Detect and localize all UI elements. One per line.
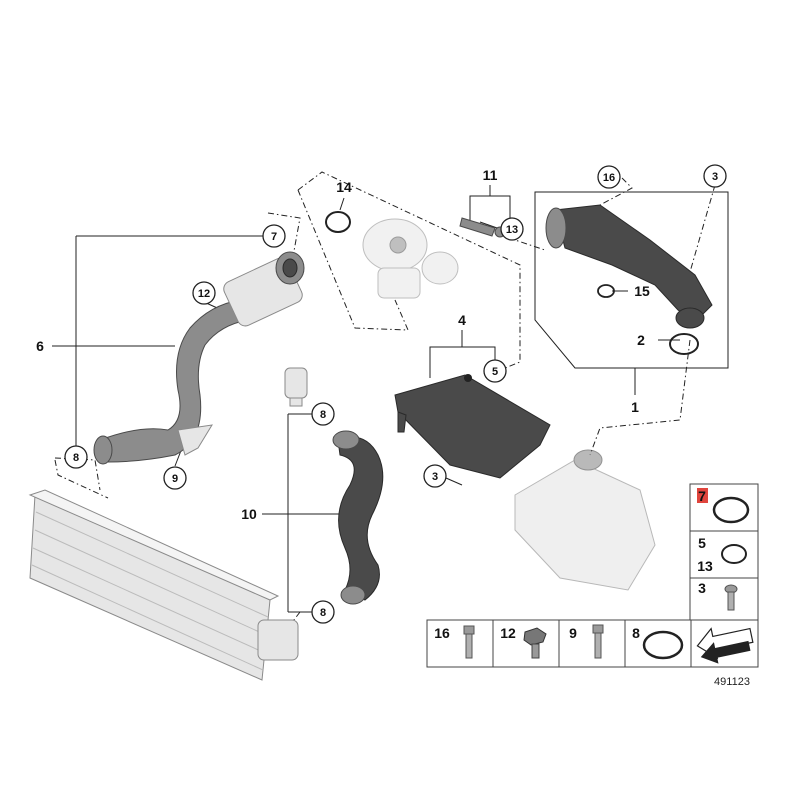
leader-lines [52, 185, 729, 613]
highlight-mark [697, 488, 708, 503]
label-14: 14 [336, 179, 352, 195]
legend-cell-3 [689, 577, 759, 621]
seal-ring-14 [325, 211, 351, 233]
bolt-icon [463, 625, 475, 659]
callout-3-top[interactable]: 3 [703, 164, 727, 188]
sensor-illustration [284, 367, 308, 407]
label-11: 11 [483, 167, 498, 183]
legend-label-3: 3 [698, 580, 706, 596]
document-number: 491123 [714, 676, 750, 688]
number-labels: 11 14 15 4 2 6 1 10 [36, 167, 650, 522]
hex-bolt-icon [592, 624, 604, 659]
svg-text:8: 8 [73, 452, 79, 464]
hose-clamp-2 [669, 333, 699, 355]
callout-12[interactable]: 12 [192, 281, 216, 305]
charge-air-hose-illustration [332, 430, 384, 605]
sensor-11-illustration [459, 217, 506, 238]
svg-text:3: 3 [712, 171, 718, 183]
label-2: 2 [637, 332, 645, 348]
svg-text:16: 16 [603, 172, 615, 184]
direction-arrow-icon [696, 627, 754, 664]
svg-text:5: 5 [492, 366, 498, 378]
legend-label-8: 8 [632, 625, 640, 641]
legend-label-13: 13 [697, 558, 713, 574]
legend-cell-12 [492, 619, 560, 668]
parts-legend: 7 5 13 3 16 12 9 8 [426, 483, 759, 688]
seal-ring-15 [597, 284, 615, 298]
screw-icon [724, 584, 738, 611]
svg-text:8: 8 [320, 409, 326, 421]
label-15: 15 [634, 283, 650, 299]
callout-7[interactable]: 7 [262, 224, 286, 248]
legend-label-16: 16 [434, 625, 450, 641]
gasket-ring-icon [642, 630, 684, 660]
air-filter-housing-illustration [514, 449, 656, 591]
legend-cell-8 [624, 619, 692, 668]
charge-air-pipe-illustration [93, 251, 305, 465]
cover-plate-illustration [394, 374, 551, 479]
label-4: 4 [458, 312, 466, 328]
legend-label-12: 12 [500, 625, 516, 641]
intercooler-illustration [28, 489, 299, 681]
collar-screw-icon [523, 627, 547, 659]
svg-text:12: 12 [198, 288, 210, 300]
guide-lines [54, 171, 716, 626]
legend-label-5: 5 [698, 535, 706, 551]
label-10: 10 [241, 506, 257, 522]
callout-9[interactable]: 9 [163, 466, 187, 490]
svg-text:8: 8 [320, 607, 326, 619]
intake-pipe-illustration [545, 204, 713, 329]
turbocharger-illustration [362, 218, 459, 299]
label-1: 1 [631, 399, 639, 415]
o-ring-icon [721, 544, 747, 564]
callouts: 16 3 13 7 12 5 8 8 9 3 8 [64, 164, 727, 624]
legend-cell-9 [558, 619, 626, 668]
callout-13[interactable]: 13 [500, 217, 524, 241]
legend-label-7: 7 [698, 488, 706, 504]
callout-8-left[interactable]: 8 [64, 445, 88, 469]
callout-3-mid[interactable]: 3 [423, 464, 447, 488]
callout-8-bottom[interactable]: 8 [311, 600, 335, 624]
legend-label-9: 9 [569, 625, 577, 641]
svg-text:13: 13 [506, 224, 518, 236]
svg-text:7: 7 [271, 231, 277, 243]
callout-8-mid[interactable]: 8 [311, 402, 335, 426]
seal-ring-icon [712, 496, 750, 524]
svg-text:9: 9 [172, 473, 178, 485]
callout-5[interactable]: 5 [483, 359, 507, 383]
svg-text:3: 3 [432, 471, 438, 483]
label-6: 6 [36, 338, 44, 354]
callout-16[interactable]: 16 [597, 165, 621, 189]
legend-cell-16 [426, 619, 494, 668]
